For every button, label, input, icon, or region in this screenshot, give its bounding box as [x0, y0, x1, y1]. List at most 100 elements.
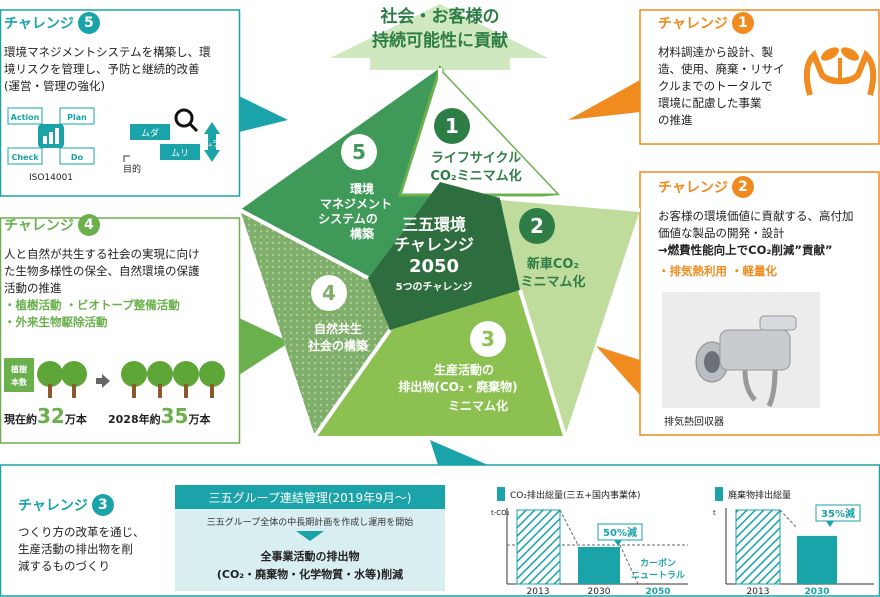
- challenge-1-text-line: 造、使用、廃棄・リサイ: [658, 62, 785, 76]
- challenge-2-label: チャレンジ: [658, 180, 728, 196]
- segment-5: [240, 68, 440, 278]
- segment-3-number: 3: [481, 327, 495, 351]
- challenge-2-text-line: 価値な製品の開発・設計: [658, 226, 785, 240]
- challenge-3-text-line: 生産活動の排出物を削: [18, 542, 133, 556]
- muri-tag: [160, 144, 200, 160]
- challenge-2-text: お客様の環境価値に貢献する、高付加 価値な製品の開発・設計 →燃費性能向上でCO…: [658, 208, 878, 280]
- muda-label: ムダ: [141, 127, 159, 139]
- mura-label: ムラ: [204, 139, 220, 148]
- separator: [518, 289, 567, 437]
- pointer-5: [239, 96, 288, 132]
- co2-tick-2030: 2030: [588, 587, 611, 597]
- challenge-4-number: 4: [77, 214, 100, 236]
- co2-label-pointer: [614, 540, 622, 546]
- circle-1: [434, 108, 470, 144]
- waste-chart: [715, 487, 874, 585]
- waste-tick-2013: 2013: [747, 587, 770, 597]
- product-caption: 排気熱回収器: [664, 417, 724, 428]
- challenge-3-text-line: つくり方の改革を通じ、: [18, 525, 145, 539]
- center-pentagon: [368, 182, 520, 330]
- tree-future-suffix: 万本: [188, 413, 211, 426]
- pdca-plan: [59, 107, 95, 125]
- segment-1-label1: ライフサイクル: [431, 151, 521, 166]
- segment-3-label1: 生産活動の: [434, 362, 494, 377]
- challenge-5-text-line: 環境マネジメントシステムを構築し、環: [4, 45, 211, 59]
- challenge-2-bold-line: →燃費性能向上でCO₂削減”貢献”: [658, 243, 833, 257]
- waste-reduction-label-box: [815, 504, 861, 522]
- tree-future-prefix: 2028年約: [108, 413, 161, 426]
- challenge-5-label: チャレンジ: [4, 16, 74, 32]
- chart-icon-bar: [43, 136, 47, 144]
- waste-annotation-35: 35%減: [821, 507, 855, 520]
- tree-now-number: 32: [37, 404, 65, 428]
- segment-5-number: 5: [352, 140, 366, 164]
- co2-annotation-neutral: ニュートラル: [631, 570, 685, 581]
- challenge-5-frame: [0, 9, 241, 197]
- pointer-3: [430, 440, 488, 465]
- separator: [499, 196, 641, 212]
- challenge-2-number: 2: [731, 176, 754, 198]
- challenge-3-label: チャレンジ: [18, 498, 88, 514]
- waste-bar-2030: [797, 535, 837, 584]
- segment-2-label2: ミニマム化: [520, 274, 585, 290]
- challenge-1-text: 材料調達から設計、製 造、使用、廃棄・リサイ クルまでのトータルで 環境に配慮し…: [658, 44, 798, 129]
- segment-3-label3: ミニマム化: [448, 398, 508, 413]
- challenge-4-label: チャレンジ: [4, 218, 74, 234]
- chart-icon-bar: [49, 132, 53, 144]
- challenge-4-text-line: た生物多様性の保全、自然環境の保護: [4, 264, 200, 278]
- hands-plant-icon: [803, 47, 877, 96]
- challenge-1-text-line: クルまでのトータルで: [658, 79, 773, 93]
- header-line1: 社会・お客様の: [380, 6, 500, 27]
- co2-chart: [497, 487, 688, 585]
- chart-icon-bar: [55, 128, 59, 144]
- mgmt-goal2: (CO₂・廃棄物・化学物質・水等)削減: [217, 567, 403, 581]
- challenge-4-title: チャレンジ 4: [4, 214, 100, 236]
- tree-future-number: 35: [160, 404, 189, 428]
- segment-4: [240, 210, 390, 436]
- challenge-4-frame: [0, 217, 241, 444]
- center-line1: 三五環境: [402, 215, 466, 234]
- circle-5: [341, 134, 377, 170]
- pdca-do: [59, 147, 95, 165]
- circle-2: [519, 208, 555, 244]
- challenge-5-text-line: 境リスクを管理し、予防と継続的改善: [4, 62, 200, 76]
- pdca-check: [7, 147, 43, 165]
- waste-chart-title: 廃棄物排出総量: [728, 489, 791, 501]
- segment-5-label2: マネジメント: [320, 197, 392, 211]
- co2-annotation-carbon: カーボン: [640, 557, 676, 569]
- challenge-5-text-line: (運営・管理の強化): [4, 79, 105, 93]
- waste-bar-2013: [735, 509, 781, 585]
- segment-4-label2: 社会の構築: [307, 338, 369, 353]
- tree-now-suffix: 万本: [64, 413, 87, 426]
- segment-5-label3: システムの: [318, 212, 378, 226]
- badge-line2: 本数: [10, 377, 28, 387]
- pointer-1: [568, 80, 640, 120]
- goal-label: 目的: [123, 163, 141, 175]
- mgmt-down-chevron-icon: [296, 531, 324, 541]
- segment-3-label2: 排出物(CO₂・廃棄物): [398, 379, 517, 394]
- pdca-action-label: Action: [11, 113, 40, 122]
- co2-annotation-50: 50%減: [603, 526, 637, 539]
- challenge-4-text-line: 活動の推進: [4, 281, 62, 295]
- segment-1-label2: CO₂ミニマム化: [430, 168, 521, 184]
- co2-tick-2013: 2013: [527, 587, 550, 597]
- center-line4: 5つのチャレンジ: [396, 281, 473, 293]
- circle-3: [470, 321, 506, 357]
- goal-line: [123, 155, 130, 162]
- challenge-4-bullet: ・外来生物駆除活動: [4, 315, 108, 329]
- badge-line1: 植樹: [10, 364, 27, 374]
- segment-2: [500, 198, 640, 436]
- co2-bar-2030: [578, 547, 620, 584]
- pdca-do-label: Do: [71, 153, 84, 162]
- muri-label: ムリ: [171, 148, 189, 159]
- header-line2: 持続可能性に貢献: [372, 30, 508, 51]
- iso-label: ISO14001: [29, 173, 73, 183]
- challenge-1-text-line: 材料調達から設計、製: [658, 45, 773, 59]
- waste-tick-2030: 2030: [804, 587, 829, 597]
- co2-chart-ylabel: t-CO₂: [491, 509, 510, 517]
- co2-chart-title: CO₂排出総量(三五+国内事業体): [510, 489, 641, 501]
- exhaust-device-icon: [695, 315, 797, 408]
- challenge-4-bullet: ・植樹活動 ・ビオトープ整備活動: [4, 298, 180, 312]
- segment-4-label1: 自然共生: [314, 321, 362, 336]
